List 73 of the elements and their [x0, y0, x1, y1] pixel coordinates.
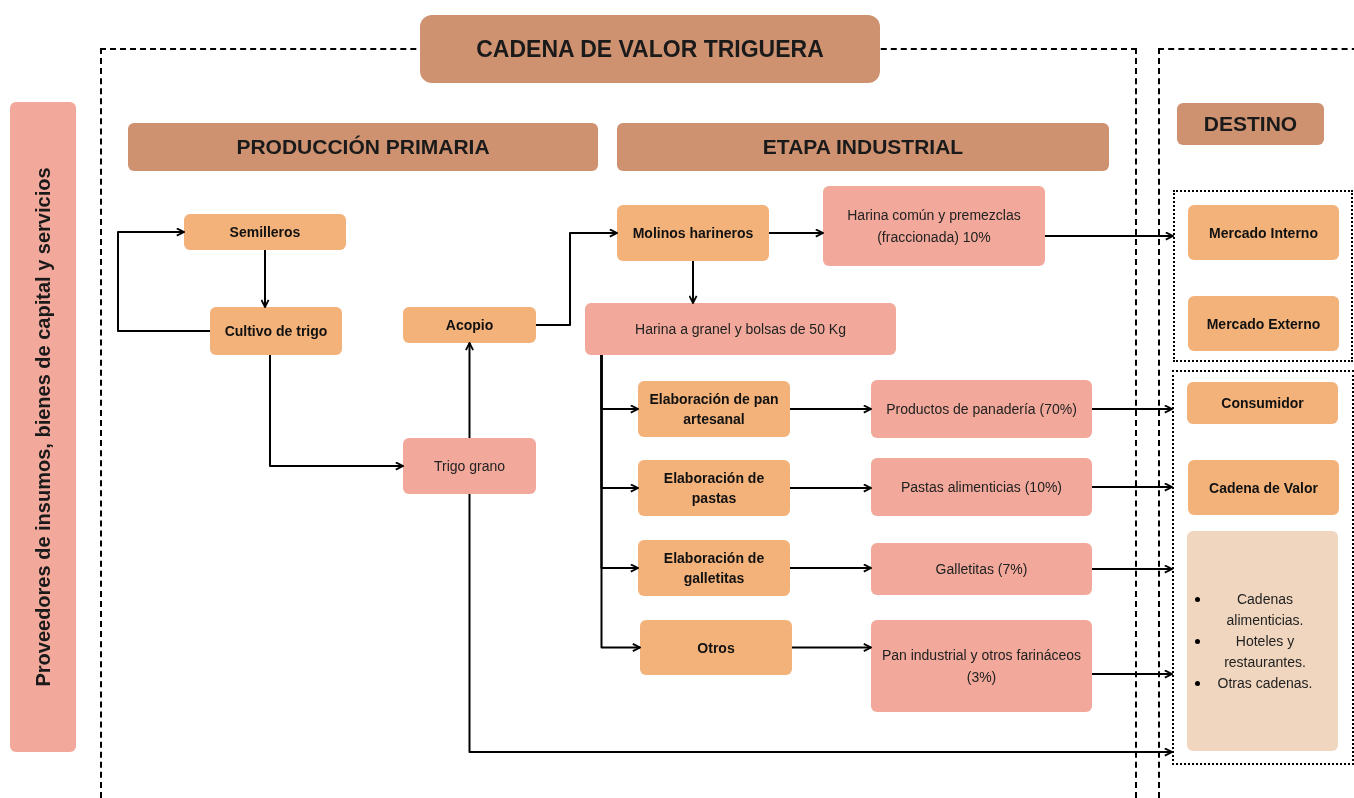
arrow	[465, 342, 474, 439]
node-label: Acopio	[445, 316, 494, 335]
process-box	[638, 540, 790, 596]
node-label: Galletitas (7%)	[935, 560, 1028, 579]
node-label: Harina común y premezclas (fraccionada) 10%	[846, 206, 1022, 247]
process-box	[184, 214, 346, 250]
process-box	[1188, 296, 1339, 351]
node-label: Productos de panadería (70%)	[886, 400, 1077, 419]
node-label: Mercado Externo	[1206, 314, 1321, 334]
process-box	[403, 307, 536, 343]
list-item: Cadenas alimenticias.	[1225, 589, 1305, 630]
node-label: DESTINO	[1203, 111, 1298, 138]
arrow	[269, 354, 404, 471]
node-label: Mercado Interno	[1209, 223, 1318, 243]
list-item: Hoteles y restaurantes.	[1223, 631, 1307, 672]
node-label: Pan industrial y otros farináceos (3%)	[880, 646, 1083, 687]
stage-header	[1177, 103, 1324, 145]
process-box	[638, 460, 790, 516]
product-box	[871, 380, 1092, 438]
arrow	[1091, 482, 1173, 492]
process-box	[638, 381, 790, 437]
arrow	[468, 493, 1173, 757]
arrow	[791, 643, 872, 652]
dashed-frame	[1158, 48, 1354, 798]
process-box	[1188, 460, 1339, 515]
arrow	[1091, 404, 1173, 414]
node-label: Molinos harineros	[632, 224, 754, 243]
band-label: Proveedores de insumos, bienes de capital y servicios	[32, 167, 54, 687]
arrow	[789, 404, 872, 414]
node-label: Harina a granel y bolsas de 50 Kg	[635, 320, 846, 339]
product-box	[403, 438, 536, 494]
process-box	[210, 307, 342, 355]
arrow	[535, 228, 618, 326]
arrow	[117, 227, 211, 332]
product-box	[871, 458, 1092, 516]
arrow	[1044, 231, 1174, 241]
list-item: Otras cadenas.	[1216, 673, 1314, 693]
node-label: Otros	[697, 638, 735, 658]
stage-header	[128, 123, 598, 171]
node-label: Semilleros	[229, 223, 301, 242]
side-band	[10, 102, 76, 752]
arrow	[768, 228, 824, 238]
node-label: Cultivo de trigo	[224, 322, 328, 341]
node-label: CADENA DE VALOR TRIGUERA	[476, 34, 824, 64]
arrow	[600, 354, 641, 652]
arrow	[1091, 669, 1173, 679]
node-label: Cadena de Valor	[1209, 478, 1318, 498]
node-label: Elaboración de pan artesanal	[648, 390, 780, 429]
product-box	[823, 186, 1045, 266]
node-label: Consumidor	[1221, 394, 1304, 413]
node-label: Elaboración de pastas	[662, 469, 766, 508]
dotted-group-frame	[1173, 190, 1353, 362]
arrow	[260, 249, 270, 308]
dotted-group-frame	[1172, 370, 1354, 765]
node-label: PRODUCCIÓN PRIMARIA	[236, 134, 490, 161]
arrow	[1091, 564, 1173, 574]
node-label: Elaboración de galletitas	[662, 549, 766, 588]
node-label: Pastas alimenticias (10%)	[900, 478, 1063, 497]
node-label: Trigo grano	[433, 457, 506, 476]
product-box	[871, 543, 1092, 595]
process-box	[640, 620, 792, 675]
arrow	[789, 563, 872, 573]
stage-header	[617, 123, 1109, 171]
node-label: ETAPA INDUSTRIAL	[762, 134, 964, 161]
process-box	[1188, 205, 1339, 260]
arrow	[789, 483, 872, 493]
process-box	[617, 205, 769, 261]
process-box	[1187, 382, 1338, 424]
product-box	[871, 620, 1092, 712]
list-box	[1187, 531, 1338, 751]
arrow	[688, 260, 698, 304]
title-box	[420, 15, 880, 83]
product-box	[585, 303, 896, 355]
